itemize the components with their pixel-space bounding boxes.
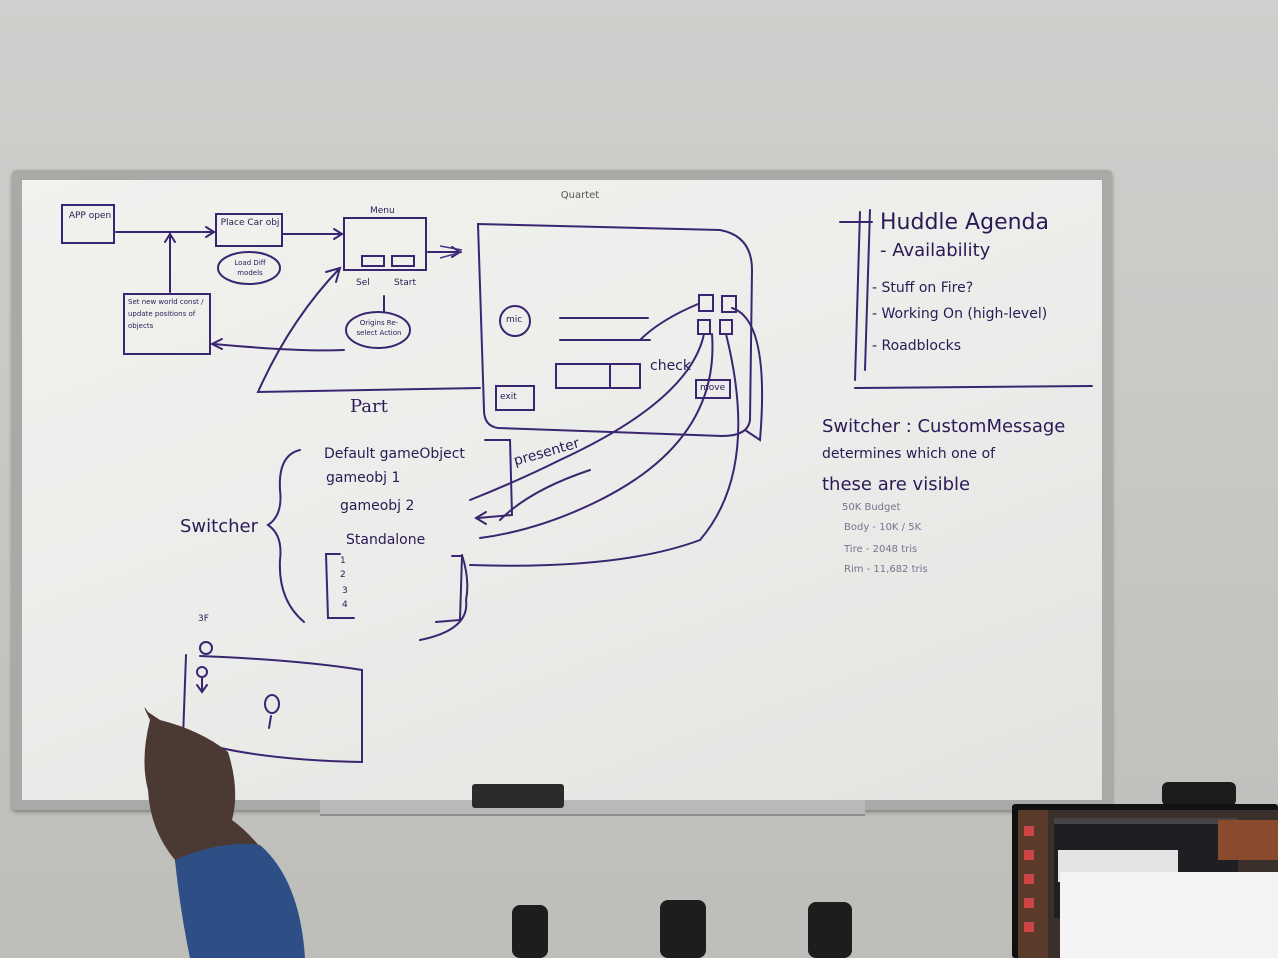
- box-set-new: [123, 293, 211, 355]
- whiteboard-brand: Quartet: [560, 190, 600, 201]
- label-app-open: APP open: [68, 211, 112, 221]
- label-switcher: Switcher: [180, 516, 258, 537]
- box-place-car: [215, 213, 283, 247]
- agenda-item-stuff-on-fire: - Stuff on Fire?: [872, 280, 974, 296]
- label-set-new: Set new world const / update positions o…: [128, 298, 204, 330]
- coat-hook-right: [808, 902, 852, 958]
- note-line-3: these are visible: [822, 474, 971, 495]
- agenda-item-roadblocks: - Roadblocks: [872, 338, 962, 354]
- monitor-screen-content: [1018, 810, 1278, 958]
- switcher-number-4: 4: [342, 600, 348, 610]
- label-part: Part: [350, 396, 388, 417]
- budget-row-rim: Rim - 11,682 tris: [844, 564, 928, 575]
- coat-hook-left: [512, 905, 548, 958]
- label-menu: Menu: [370, 206, 395, 216]
- label-start: Start: [394, 278, 416, 288]
- switcher-item-standalone: Standalone: [346, 532, 426, 548]
- label-load-diff: Load Diff models: [234, 259, 266, 277]
- oval-origins: [345, 311, 411, 349]
- webcam: [1162, 782, 1236, 806]
- label-check: check: [650, 358, 691, 374]
- corner-sketch-label: 3F: [198, 614, 209, 624]
- eraser: [472, 784, 564, 808]
- label-origins: Origins Re-select Action: [356, 319, 402, 337]
- oval-load-diff: [217, 251, 281, 285]
- switcher-item-default: Default gameObject: [324, 446, 465, 462]
- screen-sketch-outline: [476, 222, 754, 438]
- note-line-2: determines which one of: [822, 446, 996, 462]
- label-sel: Sel: [356, 278, 370, 288]
- budget-row-body: Body - 10K / 5K: [844, 522, 922, 533]
- label-move: move: [700, 383, 726, 393]
- box-app-open: [61, 204, 115, 244]
- switcher-number-1: 1: [340, 556, 346, 566]
- agenda-title: Huddle Agenda: [880, 210, 1049, 235]
- box-menu: [343, 217, 427, 271]
- budget-row-tire: Tire - 2048 tris: [844, 544, 918, 555]
- coat-hook-middle: [660, 900, 706, 958]
- marker-tray: [320, 800, 865, 816]
- agenda-item-working-on: - Working On (high-level): [872, 306, 1048, 322]
- label-mic: mic: [506, 315, 523, 325]
- switcher-item-gameobj1: gameobj 1: [326, 470, 401, 486]
- switcher-number-3: 3: [342, 586, 348, 596]
- monitor-screen: [1018, 810, 1278, 958]
- label-exit: exit: [500, 392, 517, 402]
- agenda-item-availability: - Availability: [880, 240, 991, 261]
- whiteboard-surface: [22, 180, 1102, 800]
- note-line-1: Switcher : CustomMessage: [822, 416, 1066, 437]
- switcher-item-gameobj2: gameobj 2: [340, 498, 415, 514]
- label-place-car: Place Car obj: [220, 218, 280, 228]
- budget-title: 50K Budget: [842, 502, 901, 513]
- switcher-number-2: 2: [340, 570, 346, 580]
